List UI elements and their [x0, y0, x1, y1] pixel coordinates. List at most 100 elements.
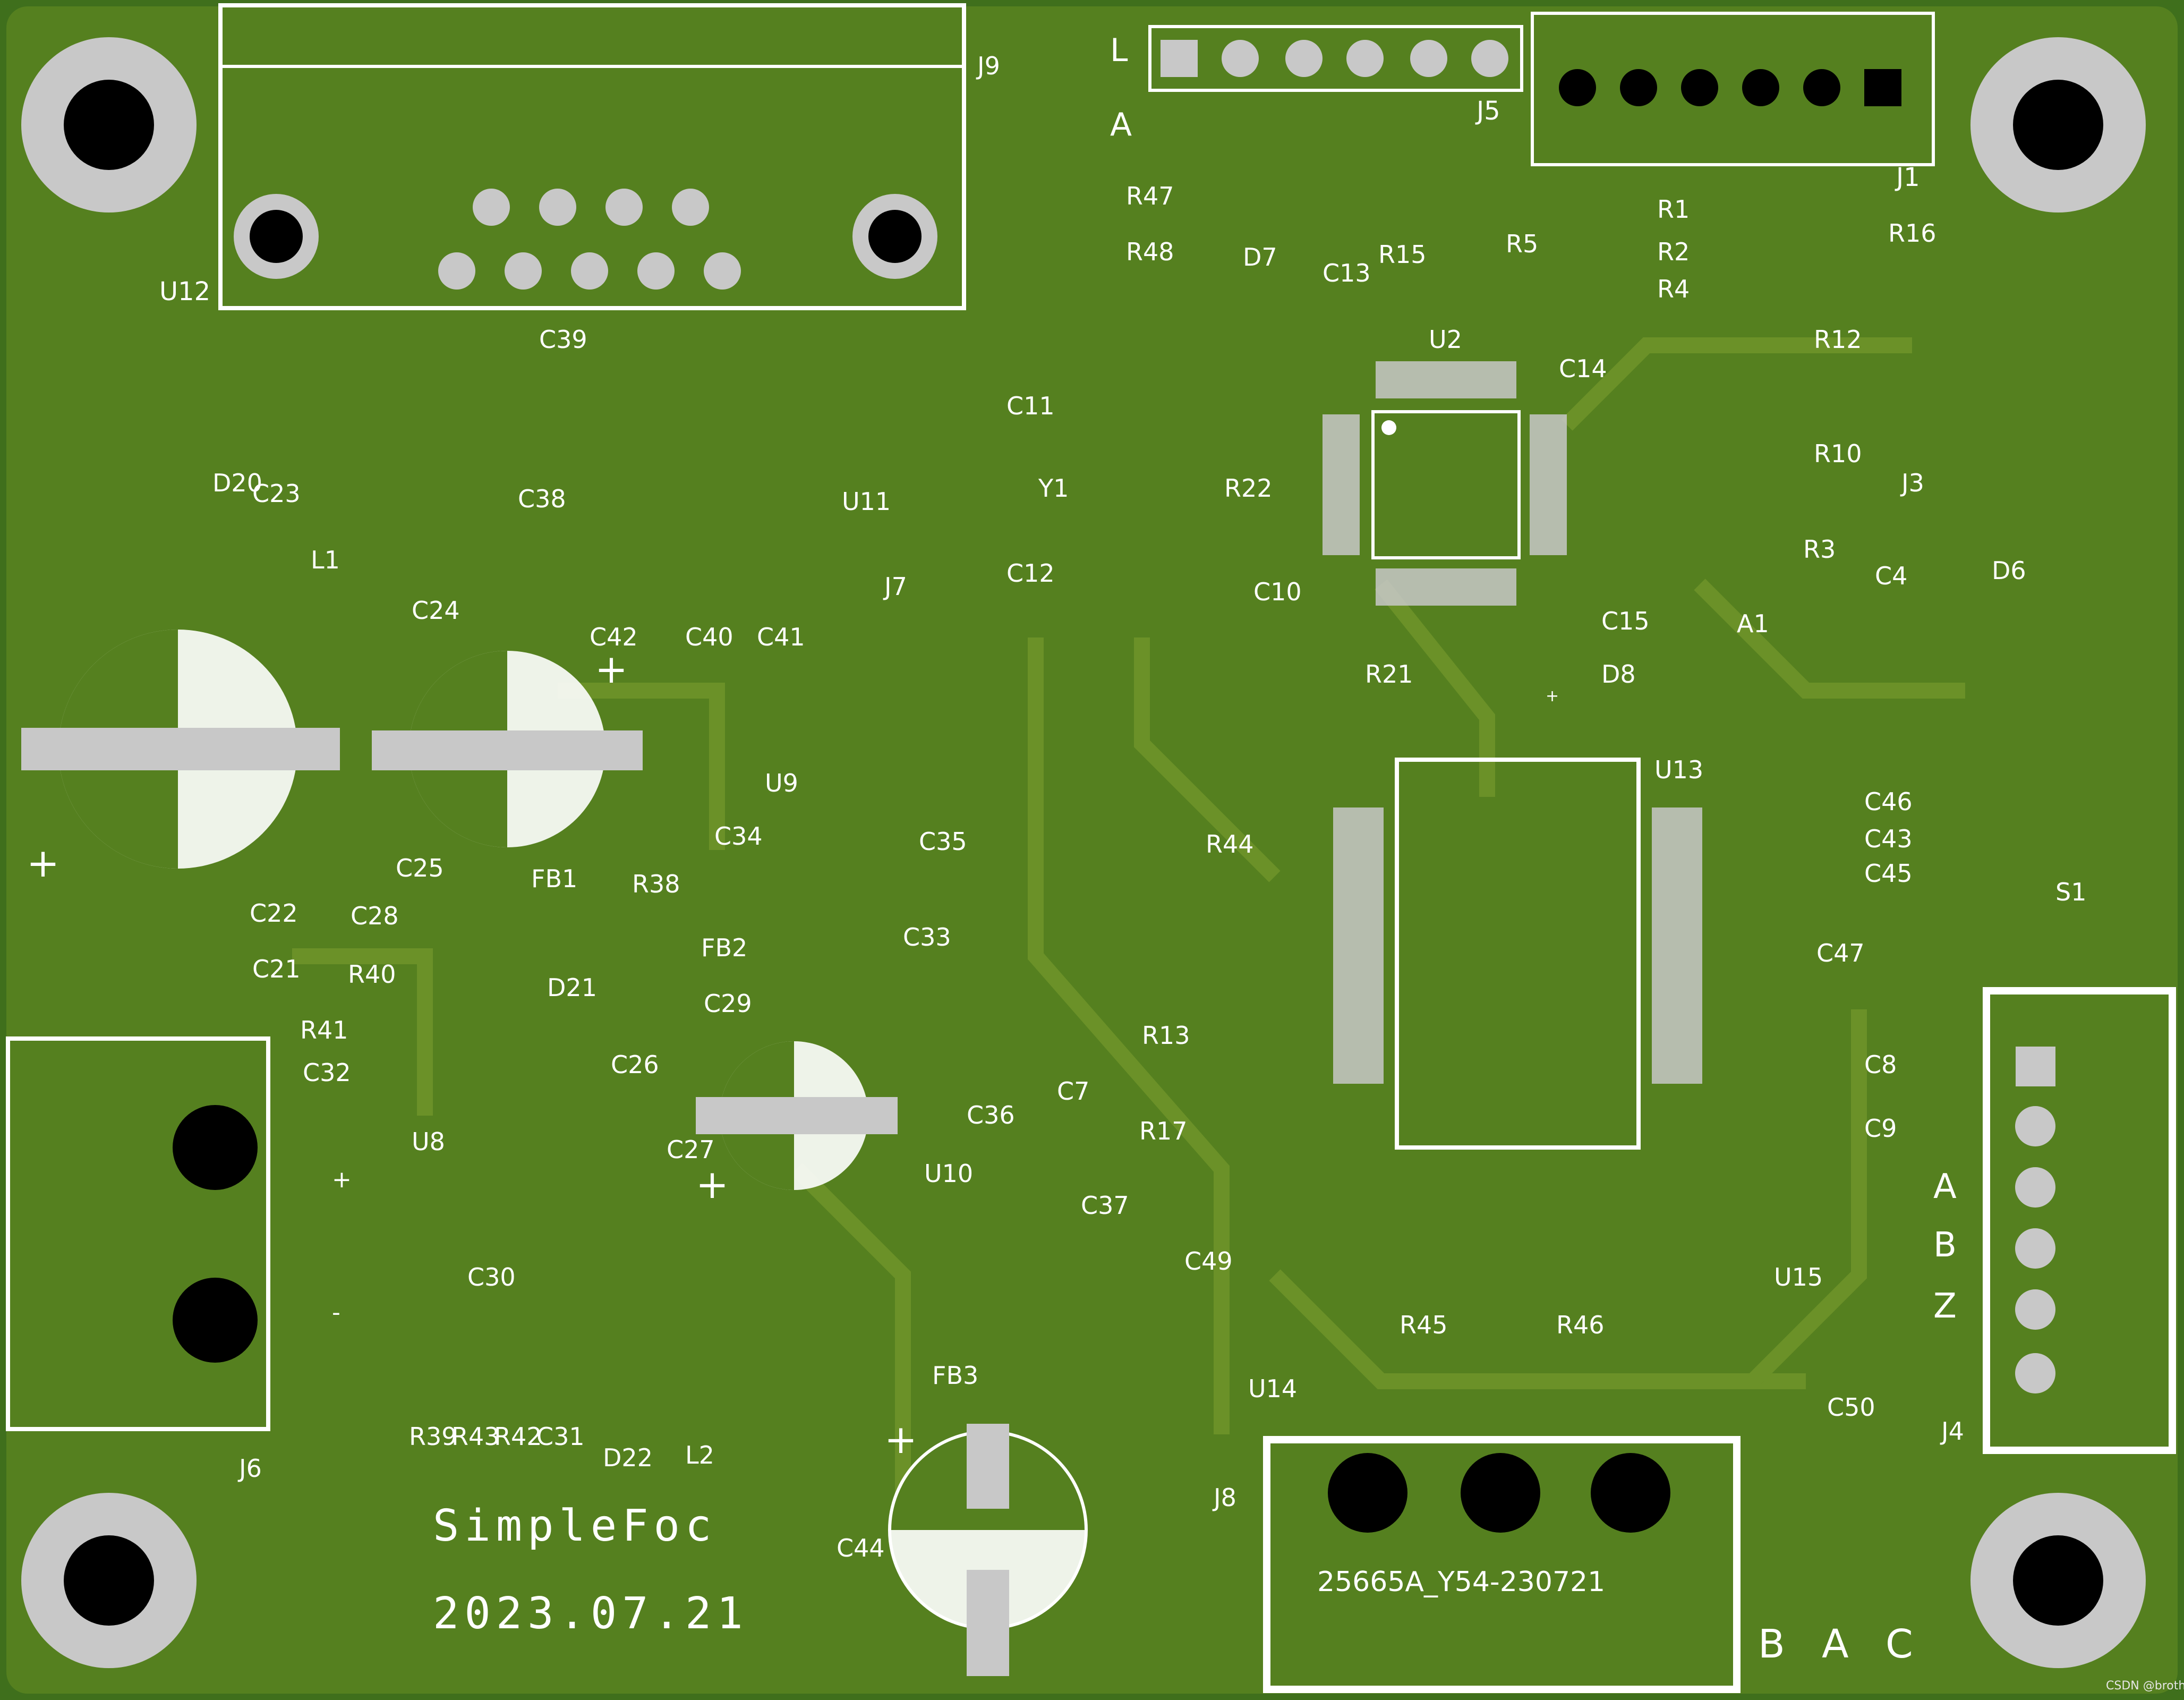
pin-label-a: A — [1933, 1167, 1957, 1206]
pin-label-a: A — [1822, 1621, 1849, 1667]
designator-label: C7 — [1057, 1077, 1089, 1106]
designator-label: C49 — [1184, 1247, 1233, 1276]
pin-label-b: B — [1933, 1226, 1957, 1265]
designator-label: C8 — [1864, 1050, 1897, 1079]
designator-label: J5 — [1475, 96, 1500, 126]
designator-label: J1 — [1895, 163, 1920, 192]
designator-label: C15 — [1601, 607, 1650, 635]
designator-label: FB1 — [531, 864, 577, 893]
designator-label: R40 — [348, 960, 396, 989]
j6-polarity-labels: + - — [332, 1166, 352, 1326]
designator-label: C36 — [967, 1101, 1015, 1129]
designator-label: U13 — [1654, 755, 1703, 784]
designator-label: R2 — [1657, 237, 1690, 266]
designator-label: Y1 — [1038, 474, 1069, 503]
db9-connector — [218, 3, 966, 310]
designator-label: R1 — [1657, 195, 1690, 224]
header-j1 — [1531, 12, 1935, 166]
designator-label: C29 — [704, 989, 752, 1018]
designator-label: R12 — [1814, 325, 1862, 354]
designator-label: C26 — [611, 1050, 659, 1079]
designator-label: L — [1110, 32, 1128, 69]
designator-label: R38 — [632, 870, 680, 898]
designator-label: R5 — [1506, 230, 1538, 258]
designator-label: J6 — [237, 1454, 262, 1483]
polarity-plus: + — [595, 647, 628, 692]
polarity-plus: + — [696, 1162, 729, 1208]
designator-label: U9 — [765, 769, 798, 797]
designator-label: R13 — [1142, 1021, 1190, 1050]
designator-label: C33 — [903, 923, 951, 951]
electrolytic-cap-c22 — [21, 630, 340, 869]
electrolytic-cap-c44 — [888, 1424, 1088, 1676]
designator-label: U12 — [159, 277, 210, 307]
designator-label: C37 — [1081, 1191, 1129, 1220]
designator-label: C32 — [303, 1058, 351, 1087]
designator-label: FB2 — [701, 933, 747, 962]
designator-label: R17 — [1139, 1117, 1188, 1145]
designator-label: C28 — [351, 902, 399, 930]
designator-label: L2 — [685, 1441, 714, 1469]
designator-label: C43 — [1864, 824, 1913, 853]
designator-label: D7 — [1243, 243, 1277, 271]
designator-label: C47 — [1816, 939, 1865, 967]
designator-label: C45 — [1864, 859, 1913, 888]
designator-label: A — [1110, 106, 1132, 143]
designator-label: R46 — [1556, 1311, 1605, 1339]
designator-label: U8 — [412, 1127, 445, 1156]
order-code: 25665A_Y54-230721 — [1317, 1566, 1605, 1598]
designator-label: U14 — [1248, 1374, 1297, 1403]
screw-terminal-j8 — [1263, 1436, 1741, 1693]
pin-label-z: Z — [1933, 1287, 1957, 1326]
designator-label: R16 — [1888, 219, 1936, 248]
designator-label: C24 — [412, 596, 460, 625]
screw-terminal-j6 — [6, 1036, 270, 1431]
designator-label: C9 — [1864, 1114, 1897, 1143]
polarity-minus: - — [332, 1299, 340, 1326]
designator-label: S1 — [2055, 878, 2086, 906]
designator-label: J7 — [883, 572, 907, 601]
polarity-plus: + — [884, 1417, 917, 1463]
header-j4 — [1983, 987, 2176, 1454]
polarity-plus: + — [1546, 687, 1559, 706]
designator-label: C23 — [252, 479, 301, 508]
electrolytic-cap-c25 — [372, 651, 643, 847]
designator-label: R39 — [409, 1422, 457, 1451]
designator-label: C4 — [1875, 562, 1907, 590]
designator-label: C35 — [919, 827, 967, 856]
designator-label: U15 — [1774, 1263, 1823, 1291]
designator-label: C40 — [685, 623, 733, 651]
designator-label: R44 — [1206, 830, 1254, 858]
designator-label: U2 — [1429, 325, 1462, 354]
designator-label: C22 — [250, 899, 298, 928]
designator-label: R45 — [1400, 1311, 1448, 1339]
designator-label: R43 — [451, 1422, 500, 1451]
board-date: 2023.07.21 — [433, 1588, 748, 1639]
designator-label: D20 — [212, 469, 262, 497]
silkscreen-labels: U12 J9 L A J5 J1 R47 R48 R15 R5 R1 R2 R4… — [159, 32, 2086, 1562]
designator-label: C27 — [667, 1135, 715, 1164]
module-u13 — [1333, 758, 1702, 1150]
designator-label: D8 — [1601, 660, 1636, 688]
designator-label: FB3 — [932, 1361, 978, 1390]
designator-label: R15 — [1378, 240, 1427, 269]
designator-label: R47 — [1126, 182, 1174, 210]
designator-label: C34 — [714, 822, 763, 851]
designator-label: C12 — [1006, 559, 1055, 588]
designator-label: R42 — [494, 1422, 542, 1451]
capacitor-polarity-marks: + + + + + — [27, 647, 1559, 1463]
designator-label: C11 — [1006, 392, 1055, 420]
designator-label: C42 — [590, 623, 638, 651]
designator-label: R4 — [1657, 275, 1690, 303]
designator-label: R48 — [1126, 237, 1174, 266]
designator-label: C30 — [467, 1263, 516, 1291]
electrolytic-cap-c27 — [696, 1041, 898, 1190]
designator-label: R10 — [1814, 439, 1862, 468]
designator-label: R41 — [300, 1016, 348, 1044]
copper-pour — [6, 6, 2178, 1694]
designator-label: D22 — [603, 1443, 653, 1472]
mounting-hole-bottom-right — [1970, 1493, 2146, 1668]
designator-label: C44 — [837, 1534, 885, 1562]
j8-pin-labels: B A C — [1758, 1621, 1913, 1667]
